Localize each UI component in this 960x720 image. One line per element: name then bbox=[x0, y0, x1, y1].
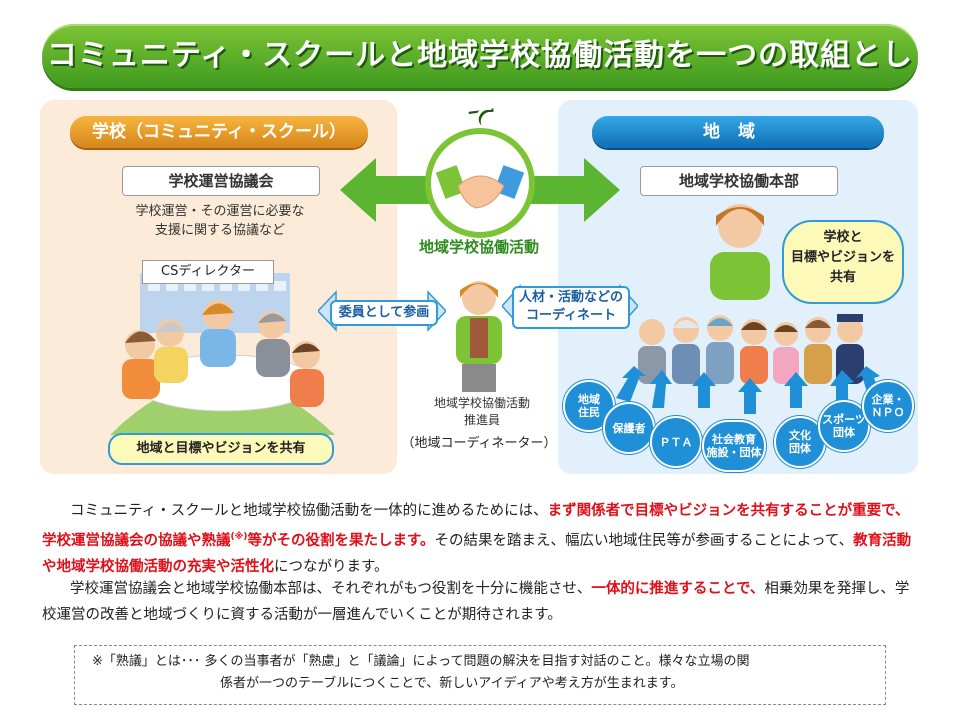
region-main-person bbox=[710, 204, 770, 300]
community-people bbox=[638, 314, 864, 384]
body-paragraph-1: コミュニティ・スクールと地域学校協働活動を一体的に進めるためには、まず関係者で目… bbox=[42, 503, 912, 575]
group-guardians: 保護者 bbox=[603, 402, 655, 454]
promoter-person bbox=[456, 281, 502, 392]
group-pta: ＰＴＡ bbox=[650, 416, 702, 468]
cs-director-label: CSディレクター bbox=[142, 260, 274, 284]
page-title: コミュニティ・スクールと地域学校協働活動を一つの取組として bbox=[46, 38, 914, 137]
member-participation-tag: 委員として参画 bbox=[330, 300, 438, 326]
share-right-line3: 共有 bbox=[829, 270, 856, 285]
council-description: 学校運営・その運営に必要な 支援に関する協議など bbox=[110, 202, 330, 240]
share-vision-bubble-left: 地域と目標やビジョンを共有 bbox=[108, 433, 334, 465]
coord-tag-line2: コーディネート bbox=[525, 308, 617, 323]
promoter-line2: 推進員 bbox=[463, 413, 500, 427]
council-desc-line1: 学校運営・その運営に必要な bbox=[135, 204, 305, 219]
group-culture: 文化団体 bbox=[774, 416, 826, 468]
group-sports: スポーツ団体 bbox=[818, 400, 870, 452]
coordinator-label: （地域コーディネーター） bbox=[401, 436, 557, 451]
body-paragraph-2: 学校運営協議会と地域学校協働本部は、それぞれがもつ役割を十分に機能させ、一体的に… bbox=[42, 581, 910, 623]
group-company-npo: 企業・ＮＰＯ bbox=[862, 380, 914, 432]
school-tag: 学校（コミュニティ・スクール） bbox=[70, 116, 368, 148]
group-social-education: 社会教育施設・団体 bbox=[702, 420, 766, 472]
group-arrows bbox=[616, 366, 882, 414]
meeting-illustration bbox=[110, 273, 335, 435]
council-desc-line2: 支援に関する協議など bbox=[154, 223, 285, 238]
note-box bbox=[74, 645, 886, 705]
promoter-line1: 地域学校協働活動 bbox=[433, 396, 530, 410]
honbu-box: 地域学校協働本部 bbox=[640, 166, 838, 196]
note-text: ※「熟議」とは･･･ 多くの当事者が「熟慮」と「議論」によって問題の解決を目指す… bbox=[92, 651, 872, 695]
share-right-line2: 目標やビジョンを bbox=[790, 250, 895, 265]
group-residents: 地域住民 bbox=[563, 380, 615, 432]
activity-label: 地域学校協働活動 bbox=[418, 238, 539, 256]
share-vision-bubble-right: 学校と 目標やビジョンを 共有 bbox=[782, 220, 904, 304]
title-banner bbox=[42, 24, 918, 88]
note-line2: 係者が一つのテーブルにつくことで、新しいアイディアや考え方が生まれます。 bbox=[220, 676, 684, 691]
region-tag: 地域 bbox=[592, 116, 884, 148]
coordinate-tag: 人材・活動などの コーディネート bbox=[512, 286, 630, 329]
handshake-icon bbox=[425, 128, 535, 238]
share-right-line1: 学校と bbox=[823, 230, 863, 245]
council-box: 学校運営協議会 bbox=[122, 166, 320, 196]
coord-tag-line1: 人材・活動などの bbox=[518, 290, 623, 305]
promoter-label: 地域学校協働活動 推進員 bbox=[412, 395, 552, 429]
note-line1: ※「熟議」とは･･･ 多くの当事者が「熟慮」と「議論」によって問題の解決を目指す… bbox=[92, 654, 750, 669]
